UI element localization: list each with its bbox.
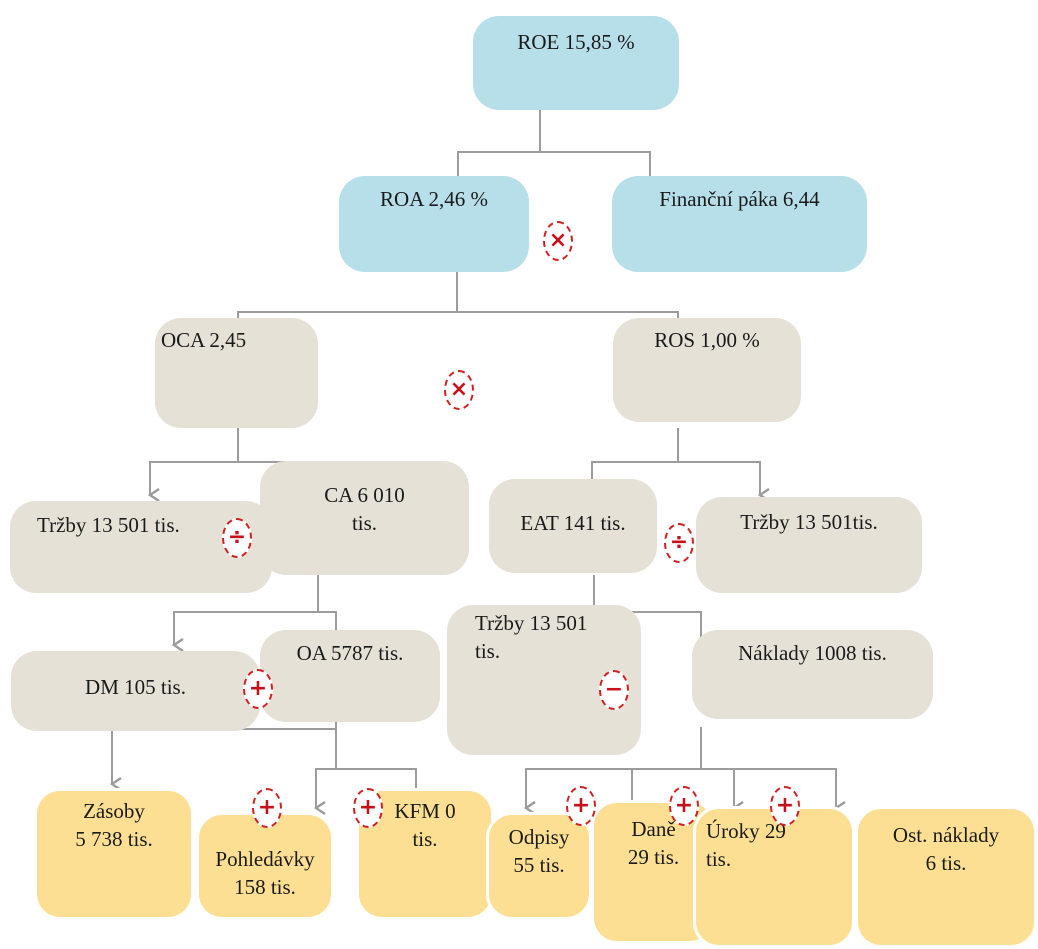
connector-oa-pohledavky [316,729,337,808]
multiply-operator-icon: × [444,370,474,410]
connector-naklady-dane [632,768,701,808]
divide-operator-icon: ÷ [222,518,252,558]
node-roe-label: ROE 15,85 % [517,30,635,54]
connector-ros-trzby [678,461,760,495]
multiply-operator-icon: × [543,221,573,261]
node-dm: DM 105 tis. [11,651,260,731]
connector-naklady-odpisy [526,727,702,808]
node-pohledavky-label: Pohledávky 158 tis. [215,847,315,899]
node-dane-label: Daně 29 tis. [627,817,680,869]
node-ros-label: ROS 1,00 % [654,328,760,352]
node-ost-naklady-label: Ost. náklady 6 tis. [892,823,1000,875]
node-financni-paka: Finanční páka 6,44 [612,176,867,272]
node-ca-label: CA 6 010 tis. [324,483,405,535]
connector-oa-zasoby [112,722,337,784]
node-kfm-label: KFM 0 tis. [394,799,456,851]
node-zasoby: Zásoby 5 738 tis. [34,788,194,920]
node-roa: ROA 2,46 % [339,176,529,272]
node-roe: ROE 15,85 % [473,16,679,110]
divide-operator-icon: ÷ [664,523,694,563]
node-uroky-label: Úroky 29 tis. [706,819,786,871]
node-eat-label: EAT 141 tis. [520,511,626,535]
node-trzby-left-label: Tržby 13 501 tis. [37,513,180,537]
node-odpisy-label: Odpisy 55 tis. [508,825,570,877]
node-trzby-right-label: Tržby 13 501tis. [740,510,878,534]
plus-operator-icon: + [669,786,699,826]
node-dm-label: DM 105 tis. [85,675,186,699]
node-uroky: Úroky 29 tis. [693,806,855,948]
connector-roe-roa [458,110,541,188]
node-pohledavky: Pohledávky 158 tis. [196,812,334,920]
connector-ros-eat [592,428,679,495]
connector-oca-trzby [150,428,239,495]
node-oca: OCA 2,45 [155,318,318,428]
node-eat: EAT 141 tis. [489,479,657,573]
node-ost-naklady: Ost. náklady 6 tis. [855,806,1037,948]
node-oa-label: OA 5787 tis. [296,641,404,665]
node-ca: CA 6 010 tis. [260,461,469,575]
plus-operator-icon: + [353,788,383,828]
plus-operator-icon: + [566,786,596,826]
connector-naklady-uroky [701,768,734,808]
node-trzby-right: Tržby 13 501tis. [696,497,922,593]
node-naklady-label: Náklady 1008 tis. [738,641,887,665]
node-naklady: Náklady 1008 tis. [692,630,933,719]
node-financni-paka-label: Finanční páka 6,44 [659,187,820,211]
connector-ca-dm [174,575,319,645]
plus-operator-icon: + [770,786,800,826]
node-trzby-mid: Tržby 13 501 tis. [447,605,641,755]
node-odpisy: Odpisy 55 tis. [486,812,592,920]
node-ros: ROS 1,00 % [613,318,801,422]
node-trzby-mid-label: Tržby 13 501 tis. [475,611,588,663]
plus-operator-icon: + [252,788,282,828]
minus-operator-icon: − [599,670,629,710]
plus-operator-icon: + [243,669,273,709]
connector-naklady-ost [734,768,836,808]
node-zasoby-label: Zásoby 5 738 tis. [75,799,153,851]
node-oa: OA 5787 tis. [260,630,440,722]
node-oca-label: OCA 2,45 [161,328,247,352]
node-roa-label: ROA 2,46 % [380,187,488,211]
